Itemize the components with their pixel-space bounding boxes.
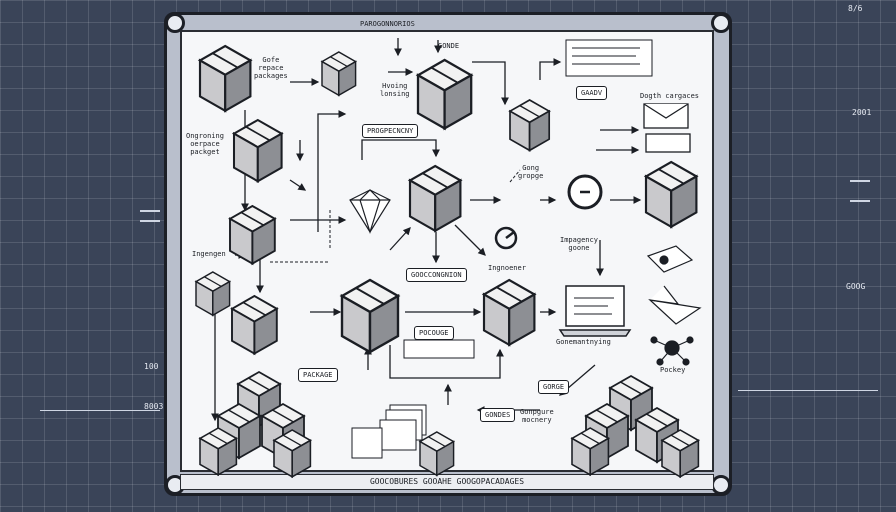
package-box-icon	[419, 431, 455, 476]
connector-arrow	[317, 110, 347, 232]
package-box-icon	[229, 205, 276, 265]
side-label-left-1: 8003	[144, 402, 164, 411]
label-gonemanting: Gonemantnying	[556, 338, 611, 346]
diamond-gem-icon	[349, 189, 391, 235]
connector-arrow	[361, 139, 440, 160]
package-box-icon	[408, 164, 462, 232]
label-impagency-goone: Impagency goone	[560, 236, 598, 252]
package-box-icon	[199, 427, 238, 476]
side-tick	[850, 200, 870, 202]
label-pockey: Pockey	[660, 366, 686, 374]
package-tag-icon	[646, 245, 694, 273]
package-box-icon	[195, 271, 231, 316]
side-tick	[850, 180, 870, 182]
connector-arrow	[389, 227, 411, 251]
tag-gooccongnion: GOOCCONGNION	[406, 268, 467, 282]
note-card-icon	[565, 39, 653, 77]
tag-package-center: POCOUGE	[414, 326, 454, 340]
side-tick	[738, 390, 878, 391]
label-gong-gropge: Gong gropge	[518, 164, 544, 180]
connector-arrow	[472, 61, 509, 106]
label-dogth-cargaces: Dogth cargaces	[640, 92, 700, 100]
connector-arrow	[289, 179, 307, 191]
label-gonde: GONDE	[438, 42, 460, 50]
side-label-year: 2001	[852, 108, 872, 117]
label-ingengen: Ingengen	[192, 250, 226, 258]
package-box-icon	[231, 295, 278, 355]
package-box-icon	[416, 58, 473, 130]
package-box-icon	[661, 429, 700, 478]
label-gofe-repace-packages: Gofe repace packages	[254, 56, 288, 80]
label-gonpgure-mocnery: Gonpgure mocnery	[520, 408, 554, 424]
tag-package-left: PACKAGE	[298, 368, 338, 382]
g-logo-icon	[494, 226, 518, 250]
package-box-icon	[321, 51, 357, 96]
package-box-icon	[198, 44, 252, 112]
tag-gondes: GONDES	[480, 408, 516, 422]
side-label-left-2: 100	[144, 362, 159, 371]
side-label-top-right: 8/6	[848, 4, 863, 13]
package-box-icon	[571, 427, 610, 476]
connector-dashed	[509, 169, 521, 183]
package-box-icon	[482, 278, 536, 346]
connector-arrow	[539, 58, 562, 80]
paper-boat-icon	[648, 285, 702, 325]
package-box-icon	[509, 99, 551, 152]
label-inogenoner: Ingnoener	[488, 264, 526, 272]
laptop-icon	[558, 285, 632, 337]
tag-gonge: GORGE	[538, 380, 570, 394]
paper-stack-icon	[351, 404, 427, 459]
envelope-icon	[643, 103, 691, 153]
package-box-icon	[340, 278, 400, 354]
connector-arrow	[454, 224, 486, 256]
label-ongoning-package: Ongroning oerpace packget	[186, 132, 224, 156]
side-tick	[140, 220, 160, 222]
frame-corner	[165, 13, 185, 33]
label-hvoing-lonsing: Hvoing lonsing	[380, 82, 410, 98]
header-label: PAROGONNORIOS	[360, 20, 415, 28]
tag-gaaov: GAADV	[576, 86, 608, 100]
g-logo-icon	[567, 174, 603, 210]
side-label-right: GOOG	[846, 282, 866, 291]
side-tick	[140, 210, 160, 212]
frame-corner	[711, 13, 731, 33]
tag-progpencny: PROGPECNCNY	[362, 124, 419, 138]
package-box-icon	[273, 429, 312, 478]
package-box-icon	[644, 160, 698, 228]
package-box-icon	[232, 118, 283, 183]
side-tick	[40, 410, 160, 411]
footer-caption: GOOCOBURES GOOAHE GOOGOPACADAGES	[180, 474, 714, 490]
connector-arrow	[389, 345, 504, 379]
panel-card-icon	[403, 339, 475, 359]
network-nodes-icon	[650, 336, 694, 366]
